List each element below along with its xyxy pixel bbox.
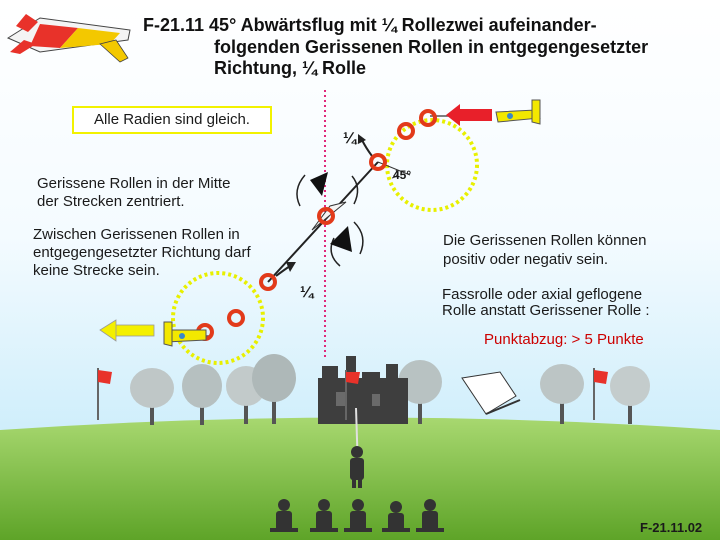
posneg-note-line-1: Die Gerissenen Rollen können	[443, 232, 646, 250]
equal-radii-note: Alle Radien sind gleich.	[72, 106, 272, 134]
posneg-note-line-2: positiv oder negativ sein.	[443, 251, 608, 269]
quarter-roll-top-label: ¼	[343, 130, 356, 148]
title-line-2: folgenden Gerissenen Rollen in entgegeng…	[214, 37, 648, 58]
between-note-line-2: entgegengesetzter Richtung darf	[33, 244, 251, 262]
between-note-line-3: keine Strecke sein.	[33, 262, 160, 280]
title-line-1: F-21.11 45° Abwärtsflug mit ¼ Rollezwei …	[143, 15, 597, 36]
penalty-note: Punktabzug: > 5 Punkte	[484, 331, 644, 349]
angle-label: 45°	[393, 168, 411, 182]
figure-code: F-21.11.02	[640, 520, 702, 535]
title-line-3: Richtung, ¼ Rolle	[214, 58, 366, 79]
fassrolle-note-line-2: Rolle anstatt Gerissener Rolle :	[442, 302, 650, 320]
centered-note-line-2: der Strecken zentriert.	[37, 193, 185, 211]
quarter-roll-bottom-label: ¼	[300, 284, 313, 302]
centered-note-line-1: Gerissene Rollen in der Mitte	[37, 175, 230, 193]
between-note-line-1: Zwischen Gerissenen Rollen in	[33, 226, 240, 244]
